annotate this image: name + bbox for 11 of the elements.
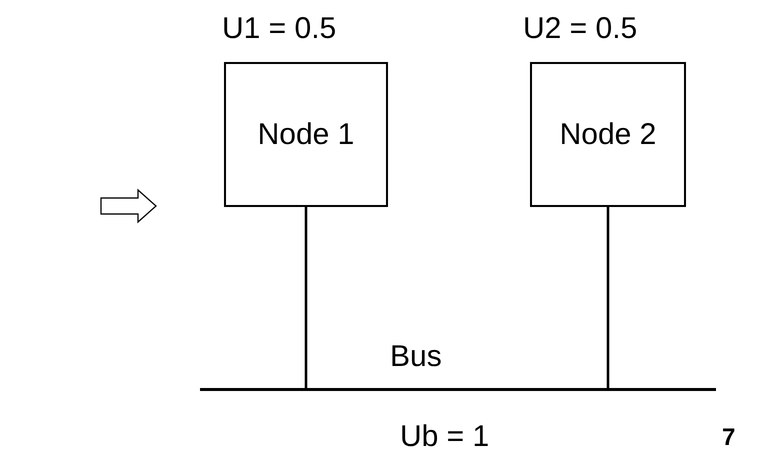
utilization-label: U1 = 0.5 xyxy=(222,12,336,46)
node-box xyxy=(224,62,388,207)
node-box xyxy=(530,62,686,207)
utilization-label: U2 = 0.5 xyxy=(523,12,638,46)
page-number: 7 xyxy=(722,424,736,452)
connector-line xyxy=(606,207,610,389)
bus-label: Bus xyxy=(390,340,442,374)
utilization-label: Ub = 1 xyxy=(400,420,490,454)
node-label: Node 2 xyxy=(560,118,656,152)
node-label: Node 1 xyxy=(258,118,354,152)
connector-line xyxy=(304,207,308,389)
